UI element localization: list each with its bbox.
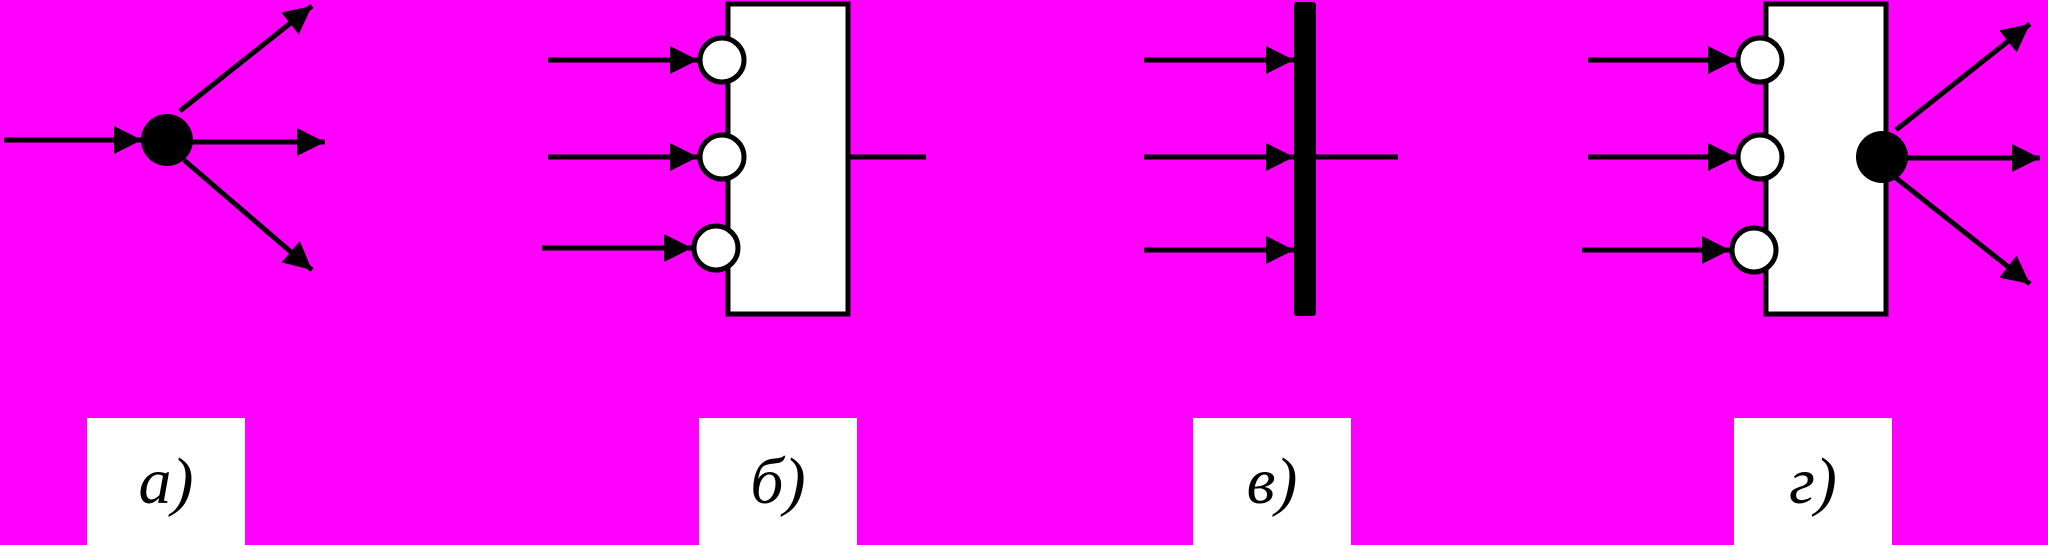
caption-g-label: г) — [1789, 444, 1837, 518]
caption-panel-a: а) — [87, 418, 245, 545]
transition-box — [725, 1, 851, 317]
output-arrow-up — [178, 4, 314, 113]
caption-v-label: в) — [1246, 444, 1298, 518]
panel-g-diagram — [1582, 1, 2040, 317]
input-port-3 — [1729, 225, 1779, 275]
output-arrow-down — [182, 158, 314, 272]
caption-panel-g: г) — [1734, 418, 1892, 545]
output-arrow-up — [1894, 22, 2032, 132]
input-port-1 — [697, 35, 747, 85]
output-branch-node — [1856, 131, 1908, 183]
caption-b-label: б) — [750, 444, 806, 518]
input-port-1 — [1735, 35, 1785, 85]
panel-v-diagram — [1144, 2, 1398, 316]
panel-a-diagram — [4, 4, 325, 272]
panel-b-diagram — [542, 1, 926, 317]
input-port-2 — [697, 132, 747, 182]
caption-a-label: а) — [138, 444, 194, 518]
transition-bar — [1294, 2, 1316, 316]
input-port-2 — [1735, 132, 1785, 182]
output-arrow-down — [1894, 176, 2032, 286]
caption-panel-v: в) — [1193, 418, 1351, 545]
branch-node-dot — [141, 114, 193, 166]
caption-panel-b: б) — [699, 418, 857, 545]
input-port-3 — [691, 223, 741, 273]
